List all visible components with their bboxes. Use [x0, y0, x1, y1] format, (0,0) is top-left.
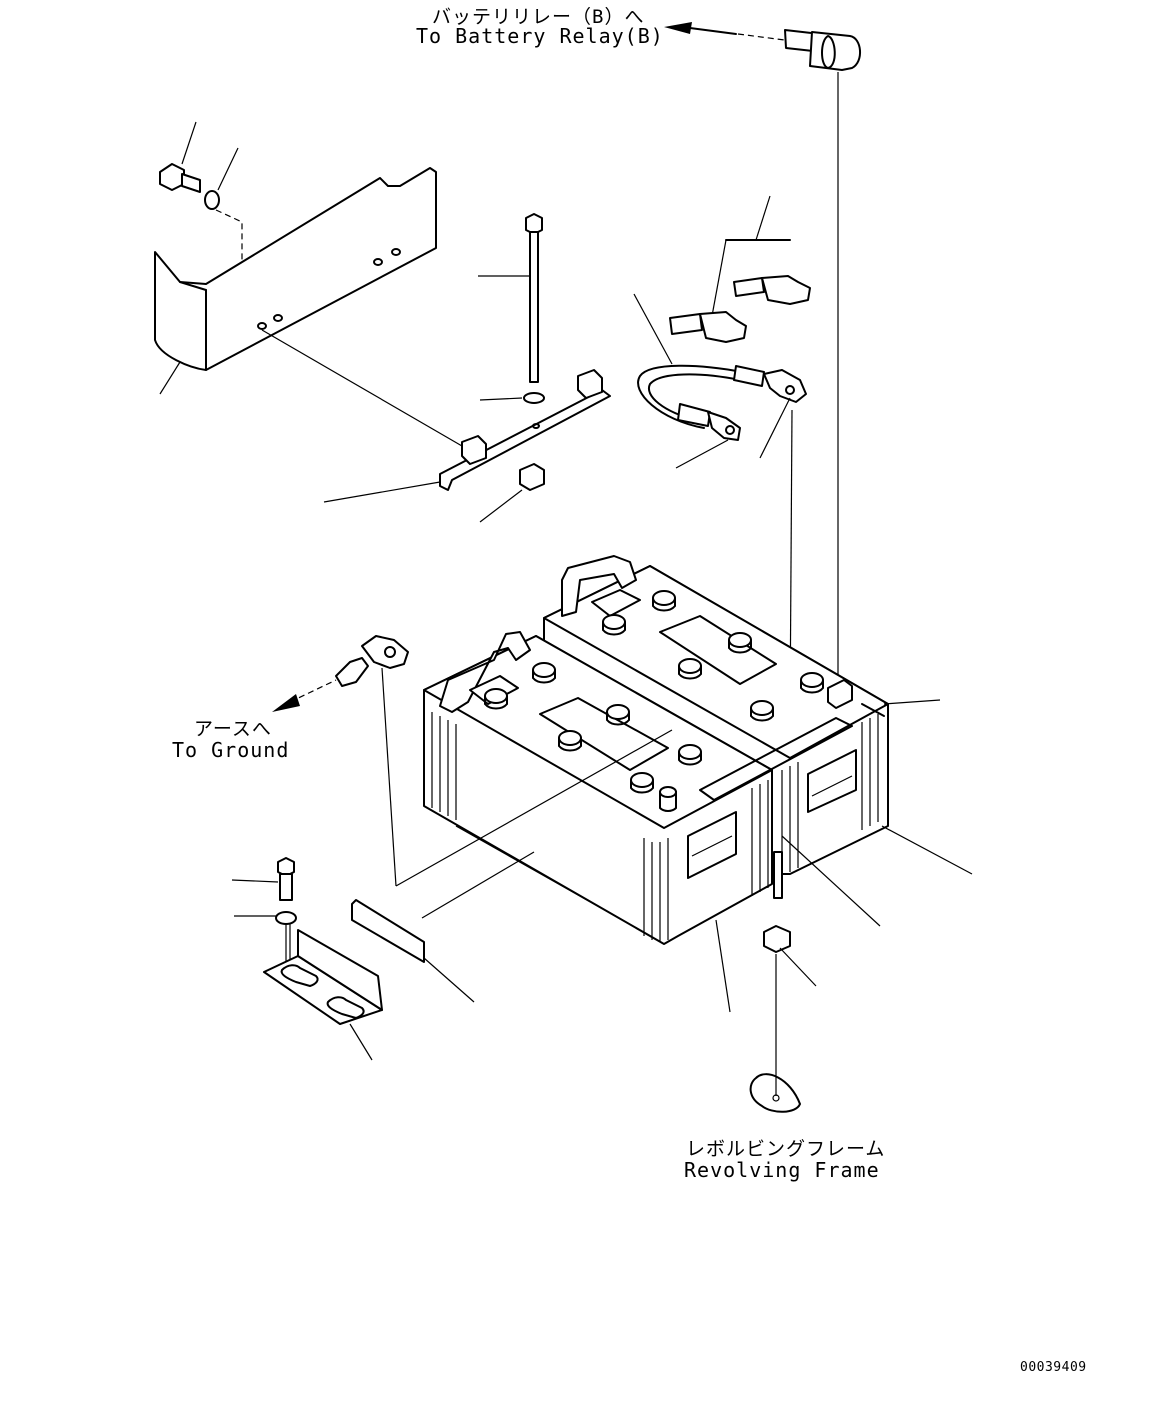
battery-relay-label-en: To Battery Relay(B): [416, 24, 664, 48]
terminal-caps: [669, 195, 811, 343]
ground-label-en: To Ground: [172, 738, 290, 762]
jumper-cable: [633, 293, 765, 429]
relay-cable: [664, 22, 861, 700]
battery-rear-terminals: [602, 590, 824, 722]
frame-label-en: Revolving Frame: [684, 1158, 880, 1182]
mounting-bracket: [263, 929, 383, 1061]
drawing-number: 00039409: [1020, 1360, 1087, 1375]
frame-stud: [773, 851, 783, 899]
rubber-pad: [351, 851, 535, 1003]
battery-front: [423, 631, 773, 945]
square-nut: [479, 463, 545, 523]
ground-cable: [272, 635, 673, 887]
battery-cover: [154, 167, 463, 447]
frame-nut: [749, 925, 817, 1113]
battery-rear: [543, 555, 889, 875]
battery-front-terminals: [484, 662, 702, 812]
rod-washer: [479, 392, 545, 404]
hold-down-bracket: [323, 369, 611, 503]
tray-bolt: [231, 857, 295, 901]
ground-label-ja: アースへ: [194, 718, 272, 740]
frame-label-ja: レボルビングフレーム: [686, 1138, 886, 1160]
battery-tray: [699, 679, 973, 1013]
hold-down-rod: [478, 213, 543, 383]
cable-clamp-negative: [675, 411, 741, 469]
hex-bolt: [159, 121, 201, 193]
battery-relay-label-ja: バッテリリレー（B）へ: [432, 6, 645, 28]
